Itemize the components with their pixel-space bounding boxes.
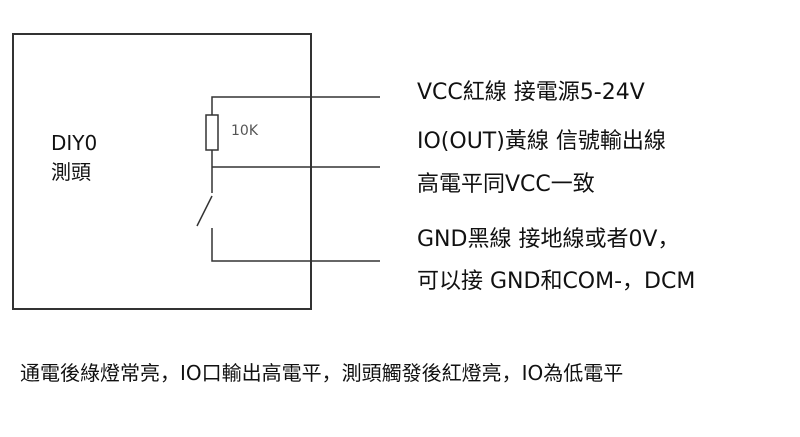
resistor-label: 10K — [231, 123, 258, 139]
sensor-name: DIY0 — [51, 131, 98, 155]
resistor-10k — [205, 114, 219, 151]
sensor-box — [12, 33, 312, 310]
io-wire-note: 高電平同VCC一致 — [417, 172, 595, 197]
operation-note: 通電後綠燈常亮，IO口輸出高電平，測頭觸發後紅燈亮，IO為低電平 — [20, 361, 624, 385]
gnd-wire-label: GND黑線 接地線或者0V， — [417, 227, 680, 252]
gnd-wire — [211, 228, 380, 262]
switch-contact — [196, 195, 213, 227]
vcc-wire — [211, 96, 380, 115]
gnd-wire-note: 可以接 GND和COM-，DCM — [417, 269, 696, 294]
io-wire-label: IO(OUT)黃線 信號輸出線 — [417, 129, 666, 154]
vcc-wire-label: VCC紅線 接電源5-24V — [417, 80, 645, 105]
sensor-subtitle: 測頭 — [51, 160, 91, 184]
